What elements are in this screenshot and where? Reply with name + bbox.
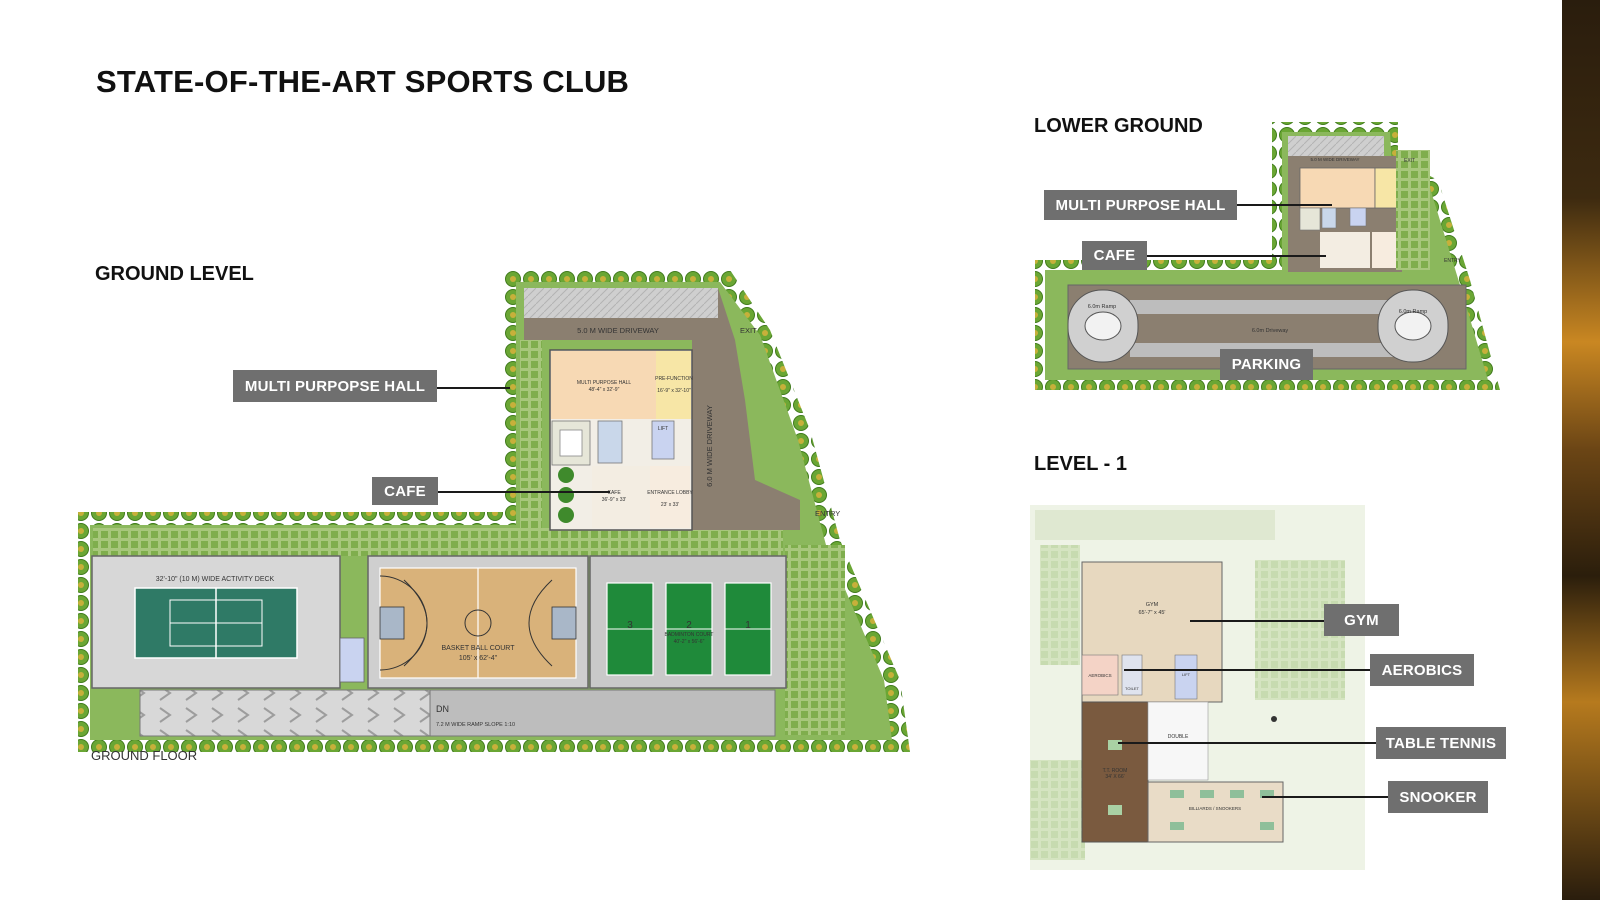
prefunction-label: PRE-FUNCTION	[655, 376, 693, 382]
lawn-grid-left	[520, 340, 542, 530]
prefunction-room	[656, 351, 691, 419]
entrance-lobby-size: 23' x 33'	[661, 502, 679, 508]
leader-line-aerobics	[1124, 669, 1370, 671]
ramp	[139, 689, 431, 737]
callout-multi-purpose-hall-ground: MULTI PURPOPSE HALL	[233, 370, 437, 402]
leader-line-ground-mph	[436, 387, 510, 389]
callout-multi-purpose-hall-lower: MULTI PURPOSE HALL	[1044, 190, 1237, 220]
callout-cafe-ground: CAFE	[372, 477, 438, 505]
court-number-3: 3	[627, 620, 633, 631]
entry-label: ENTRY	[815, 509, 840, 518]
cafe-room-label: CAFE	[607, 490, 621, 496]
callout-snooker: SNOOKER	[1388, 781, 1488, 813]
activity-deck-label: 32'-10" (10 M) WIDE ACTIVITY DECK	[156, 576, 275, 583]
badminton-label: BADMINTON COURT	[665, 632, 714, 638]
leader-line-table-tennis	[1118, 742, 1376, 744]
leader-line-gym	[1190, 620, 1324, 622]
mph-room	[551, 351, 656, 419]
prefunction-size: 16'-9" x 32'-10"	[657, 388, 691, 394]
court-number-1: 1	[745, 620, 751, 631]
ground-level-heading: GROUND LEVEL	[95, 263, 254, 285]
mph-room-label: MULTI PURPOSE HALL	[577, 380, 632, 386]
driveway-6m-label: 6.0 M WIDE DRIVEWAY	[705, 405, 714, 487]
ramp-dn-label: DN	[436, 704, 449, 714]
ramp-slope-label: 7.2 M WIDE RAMP SLOPE 1:10	[436, 722, 515, 728]
entrance-lobby-label: ENTRANCE LOBBY	[647, 490, 693, 496]
exit-label: EXIT	[740, 326, 757, 335]
lawn-grid-right	[785, 545, 845, 735]
decorative-edge-strip	[1562, 0, 1600, 900]
level-1-heading: LEVEL - 1	[1034, 453, 1127, 475]
lawn-grid-strip	[93, 528, 783, 556]
callout-parking: PARKING	[1220, 349, 1313, 380]
page-title: STATE-OF-THE-ART SPORTS CLUB	[96, 64, 630, 99]
callout-aerobics: AEROBICS	[1370, 654, 1474, 686]
leader-line-lower-mph	[1236, 204, 1332, 206]
leader-line-ground-cafe	[437, 491, 610, 493]
leader-line-snooker	[1262, 796, 1388, 798]
driveway-5m-label: 5.0 M WIDE DRIVEWAY	[577, 326, 659, 335]
mph-room-size: 48'-4" x 32'-9"	[589, 387, 620, 393]
driveway	[524, 288, 800, 530]
badminton-size: 40'-2" x 56'-6"	[674, 639, 705, 645]
cafe-room-size: 36'-9" x 33'	[602, 497, 627, 503]
callout-gym: GYM	[1324, 604, 1399, 636]
ground-floor-label: GROUND FLOOR	[91, 748, 197, 763]
callout-cafe-lower: CAFE	[1082, 241, 1147, 270]
basketball-label: BASKET BALL COURT	[441, 645, 515, 652]
lift-label: LIFT	[658, 426, 668, 432]
court-number-2: 2	[686, 620, 692, 631]
callout-table-tennis: TABLE TENNIS	[1376, 727, 1506, 759]
leader-line-lower-cafe	[1146, 255, 1326, 257]
basketball-size: 105' x 62'-4"	[459, 655, 498, 662]
